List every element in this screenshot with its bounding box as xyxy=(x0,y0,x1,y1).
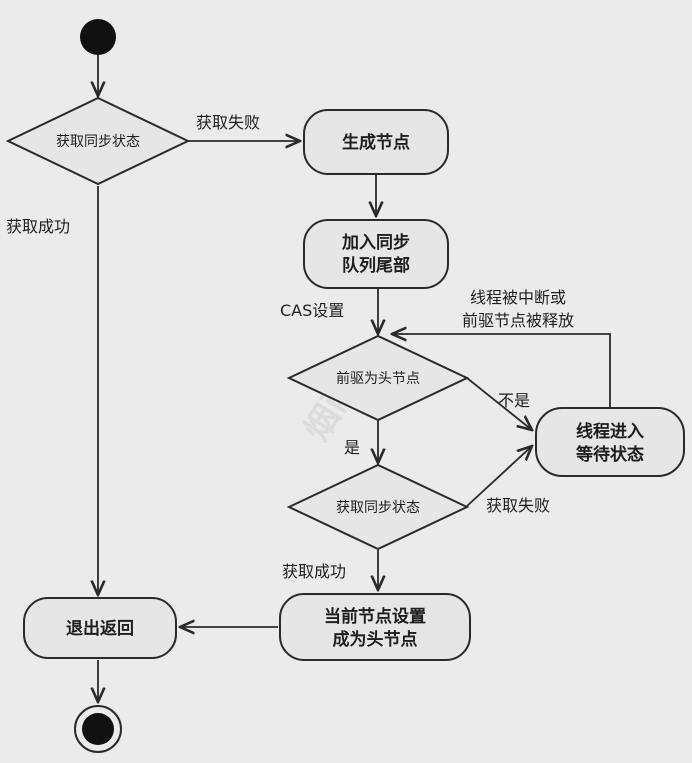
decision-pred-is-head xyxy=(286,334,470,422)
edge-label-success-1: 获取成功 xyxy=(6,217,70,236)
activity-set-head-label-1: 当前节点设置 xyxy=(324,606,426,627)
arrow-get2-to-wait xyxy=(466,446,532,507)
decision-get-sync-state-2 xyxy=(286,463,470,551)
activity-add-to-queue-label-2: 队列尾部 xyxy=(342,255,410,276)
edge-label-fail-2: 获取失败 xyxy=(486,496,550,515)
activity-add-to-queue xyxy=(303,219,449,289)
edge-label-fail-1: 获取失败 xyxy=(196,113,260,132)
activity-thread-wait-label-2: 等待状态 xyxy=(576,444,644,465)
edge-label-not-yes: 不是 xyxy=(498,391,530,410)
edge-label-interrupt-2: 前驱节点被释放 xyxy=(462,311,574,330)
edge-label-success-2: 获取成功 xyxy=(282,562,346,581)
activity-thread-wait xyxy=(535,407,685,477)
connectors xyxy=(98,55,611,702)
activity-create-node-label: 生成节点 xyxy=(342,132,410,153)
activity-create-node xyxy=(303,109,449,175)
decision-pred-is-head-label: 前驱为头节点 xyxy=(336,370,420,387)
start-node xyxy=(80,19,116,55)
edge-label-yes: 是 xyxy=(344,438,360,457)
activity-exit-return xyxy=(23,597,177,659)
arrow-pred-to-wait xyxy=(466,377,532,430)
activity-set-head xyxy=(279,593,471,661)
activity-exit-return-label: 退出返回 xyxy=(66,618,134,639)
activity-add-to-queue-label-1: 加入同步 xyxy=(341,232,410,253)
edge-label-interrupt-1: 线程被中断或 xyxy=(470,288,566,307)
end-node-ring xyxy=(74,705,122,753)
edge-label-cas-set: CAS设置 xyxy=(280,301,344,320)
decision-get-sync-state-2-label: 获取同步状态 xyxy=(336,500,420,516)
activity-thread-wait-label-1: 线程进入 xyxy=(576,421,644,442)
activity-set-head-label-2: 成为头节点 xyxy=(333,629,418,650)
end-node-core xyxy=(82,713,114,745)
arrow-wait-loop-back xyxy=(392,334,611,410)
decision-get-sync-state-1 xyxy=(5,96,191,186)
decision-get-sync-state-1-label: 获取同步状态 xyxy=(56,134,140,150)
